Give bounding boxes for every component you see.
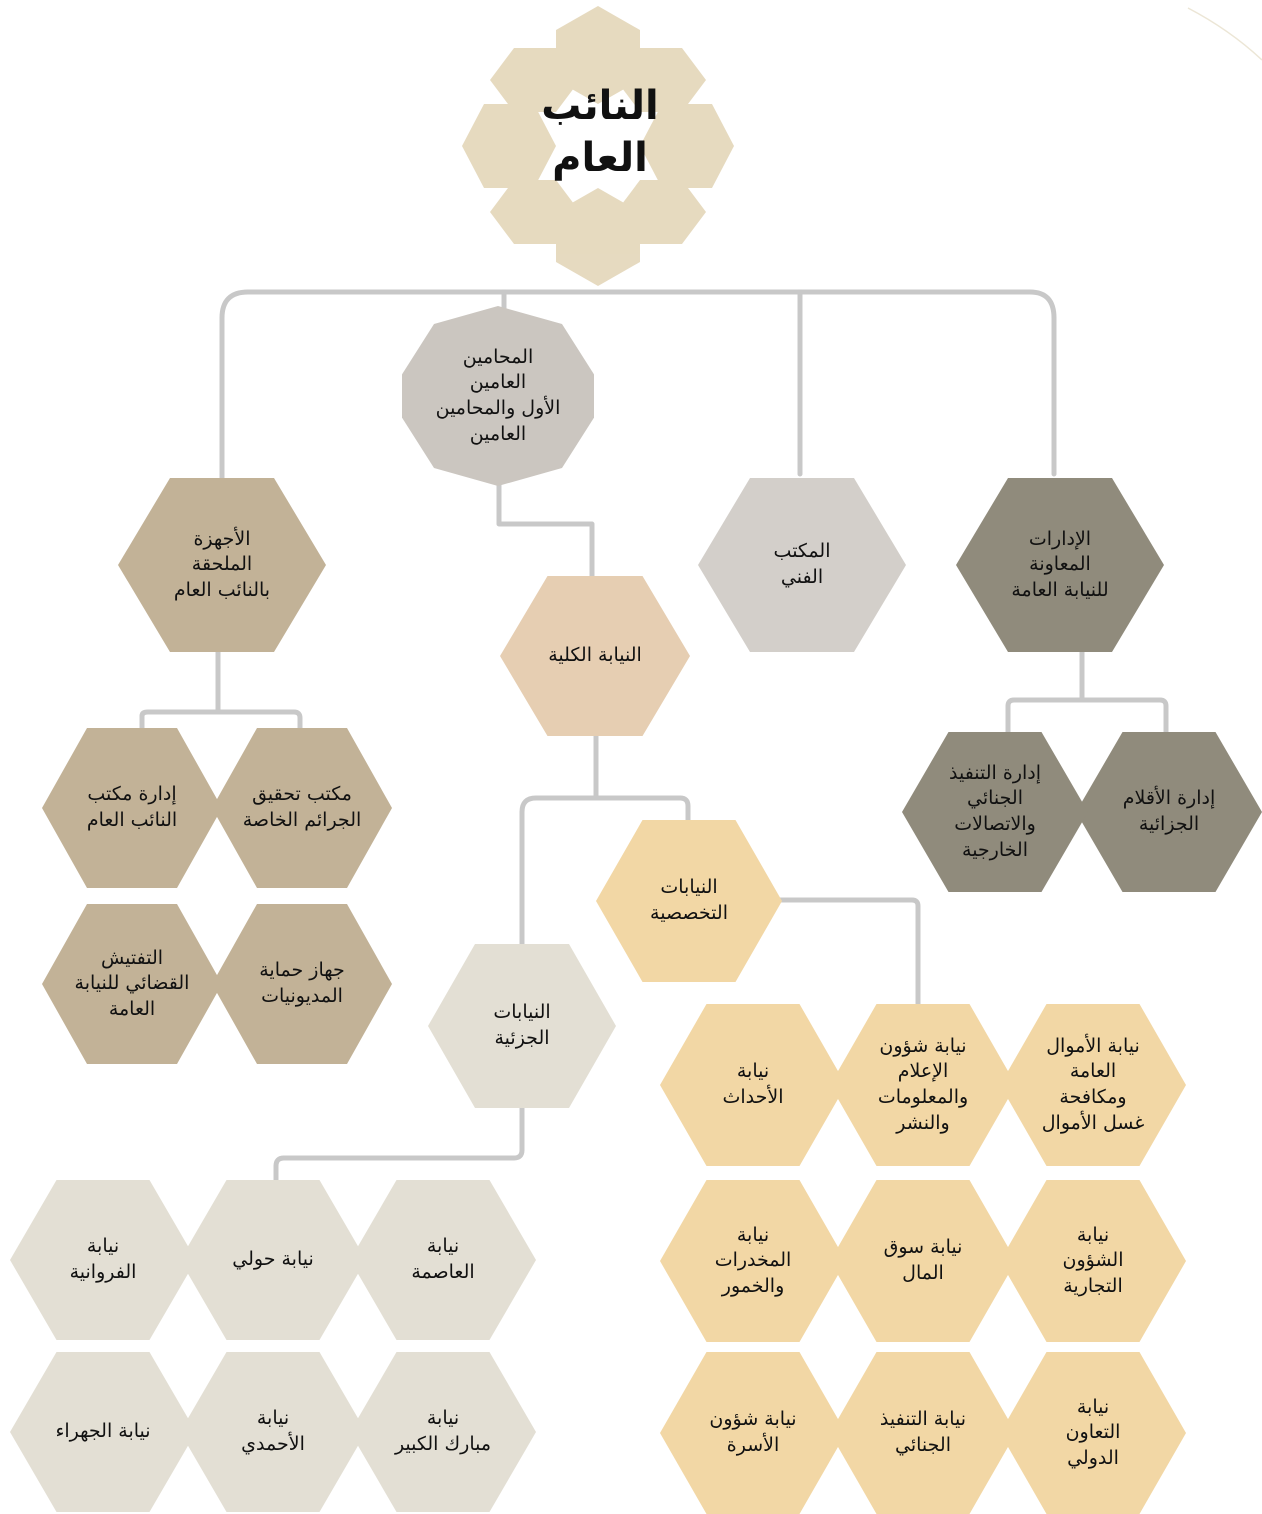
node-label: الأجهزة الملحقة بالنائب العام <box>173 527 271 601</box>
connectors <box>139 289 1169 1185</box>
root-emblem <box>462 6 734 286</box>
connector-lawyers-general <box>496 475 595 579</box>
node-label: إدارة الأقلام الجزائية <box>1122 787 1216 835</box>
node-label: نيابة العاصمة <box>411 1235 475 1283</box>
node-label: المكتب الفني <box>773 540 831 588</box>
connector-root-bar <box>219 289 1057 481</box>
node-criminal-execution[interactable]: نيابة التنفيذ الجنائي <box>830 1352 1016 1514</box>
node-label: النيابة الكلية <box>548 644 642 667</box>
node-label: نيابة الفروانية <box>69 1235 137 1283</box>
node-international-cooperation[interactable]: نيابة التعاون الدولي <box>1000 1352 1186 1514</box>
connector-partial-children <box>273 1103 525 1185</box>
connector-attached-children <box>139 649 303 731</box>
node-media-affairs[interactable]: نيابة شؤون الإعلام والمعلومات والنشر <box>830 1004 1016 1166</box>
node-label: نيابة سوق المال <box>883 1236 963 1284</box>
node-label: نيابة مبارك الكبير <box>394 1407 492 1455</box>
node-specialized-prosecutions[interactable]: النيابات التخصصية <box>596 820 782 982</box>
node-label: نيابة شؤون الإعلام والمعلومات والنشر <box>877 1034 969 1134</box>
node-label: جهاز حماية المديونيات <box>259 959 345 1007</box>
node-label: نيابة شؤون الأسرة <box>709 1408 797 1456</box>
node-criminal-execution-admin[interactable]: إدارة التنفيذ الجنائي والاتصالات الخارجي… <box>902 732 1088 892</box>
root-petal <box>640 104 734 188</box>
root-petal <box>462 104 556 188</box>
node-label: نيابة الأحداث <box>722 1060 784 1108</box>
node-label: نيابة الجهراء <box>55 1420 151 1443</box>
node-label: النيابات التخصصية <box>650 876 728 924</box>
node-label: مكتب تحقيق الجرائم الخاصة <box>242 783 362 831</box>
root-title: النائب العام <box>541 83 659 181</box>
node-label: نيابة الأحمدي <box>241 1407 305 1455</box>
root-petal <box>490 48 580 112</box>
node-label: إدارة التنفيذ الجنائي والاتصالات الخارجي… <box>948 761 1042 861</box>
root-petal <box>616 180 706 244</box>
node-label: المحامين العامين الأول والمحامين العامين <box>435 345 561 445</box>
node-juveniles[interactable]: نيابة الأحداث <box>660 1004 846 1166</box>
node-label: نيابة التنفيذ الجنائي <box>879 1408 967 1456</box>
node-label: نيابة المخدرات والخمور <box>714 1223 792 1297</box>
node-public-funds[interactable]: نيابة الأموال العامة ومكافحة غسل الأموال <box>1000 1004 1186 1166</box>
node-label: نيابة التعاون الدولي <box>1065 1395 1121 1469</box>
node-label: نيابة الأموال العامة ومكافحة غسل الأموال <box>1041 1034 1145 1134</box>
node-family-affairs[interactable]: نيابة شؤون الأسرة <box>660 1352 846 1514</box>
root-petal <box>490 180 580 244</box>
node-special-crimes-office[interactable]: مكتب تحقيق الجرائم الخاصة <box>212 728 392 888</box>
node-label: النيابات الجزئية <box>493 1001 551 1049</box>
node-narcotics[interactable]: نيابة المخدرات والخمور <box>660 1180 846 1342</box>
node-general-prosecution[interactable]: النيابة الكلية <box>500 576 690 736</box>
node-technical-office[interactable]: المكتب الفني <box>698 478 906 652</box>
root-petal <box>616 48 706 112</box>
node-capital-market[interactable]: نيابة سوق المال <box>830 1180 1016 1342</box>
node-lawyers-general[interactable]: المحامين العامين الأول والمحامين العامين <box>402 306 594 486</box>
connector-specialized-children <box>777 897 921 1007</box>
node-ag-office-admin[interactable]: إدارة مكتب النائب العام <box>42 728 222 888</box>
node-label: نيابة الشؤون التجارية <box>1062 1223 1124 1297</box>
node-criminal-records-admin[interactable]: إدارة الأقلام الجزائية <box>1076 732 1262 892</box>
node-commercial-affairs[interactable]: نيابة الشؤون التجارية <box>1000 1180 1186 1342</box>
node-label: نيابة حولي <box>232 1248 314 1271</box>
connector-general-prosecutions <box>519 731 691 949</box>
node-label: التفتيش القضائي للنيابة العامة <box>74 946 190 1020</box>
node-label: الإدارات المعاونة للنيابة العامة <box>1011 527 1109 601</box>
corner-decoration <box>1187 7 1262 61</box>
node-label: إدارة مكتب النائب العام <box>86 783 178 831</box>
connector-support-children <box>1005 649 1169 735</box>
